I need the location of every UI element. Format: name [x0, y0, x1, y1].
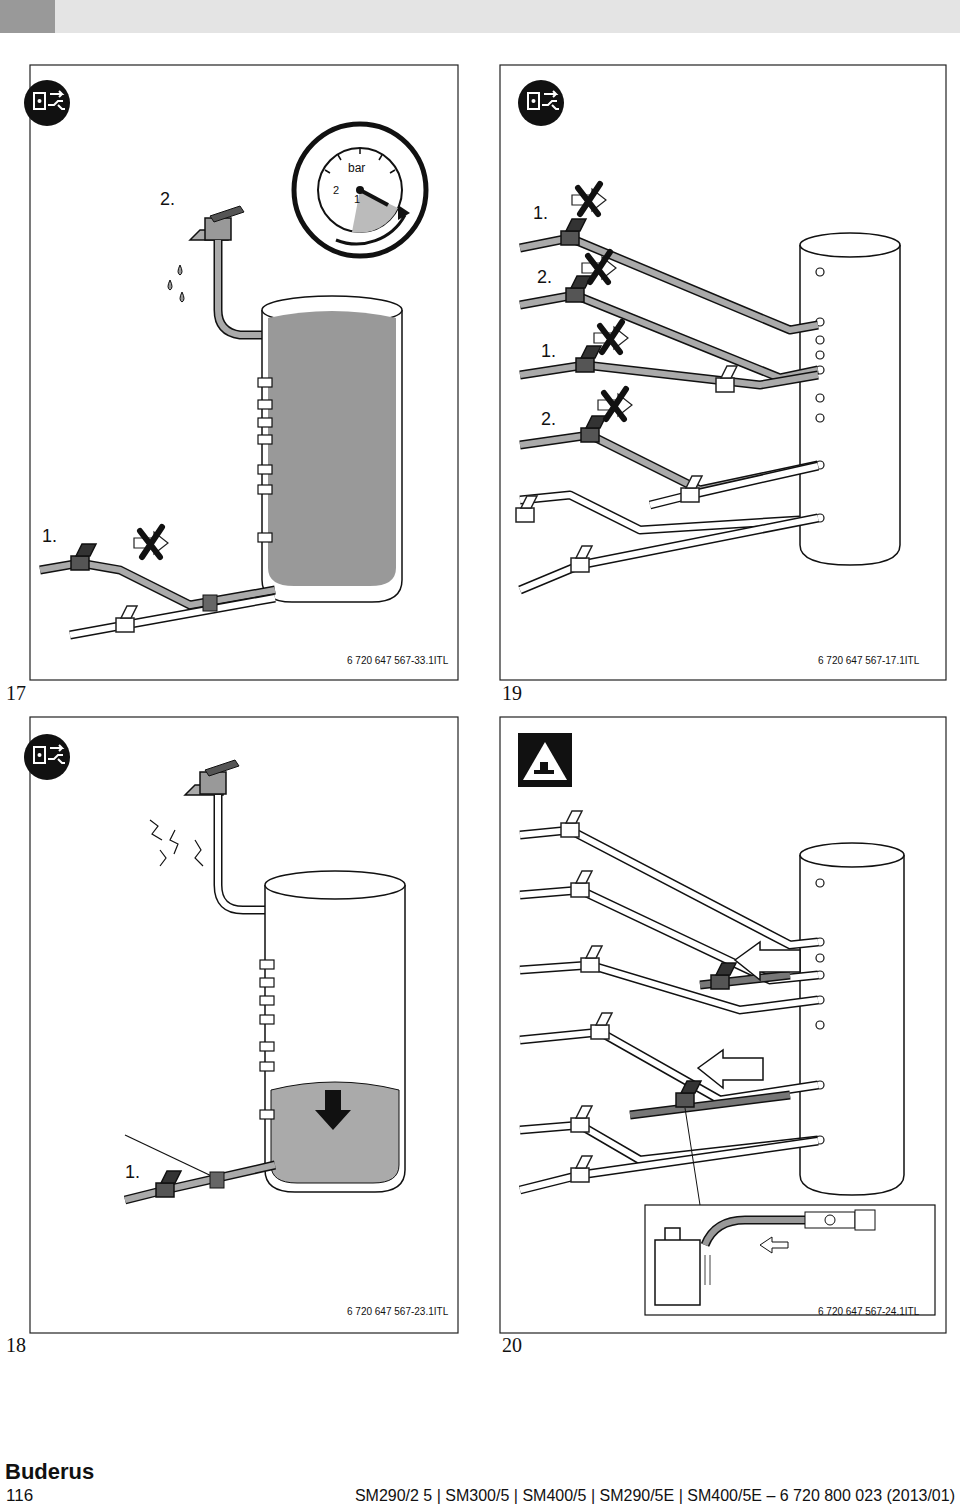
- step-number: 2.: [537, 268, 552, 288]
- figure-number: 17: [6, 682, 26, 704]
- figure-code: 6 720 647 567-23.1ITL: [347, 1306, 448, 1317]
- step-number: 1.: [541, 342, 556, 362]
- step-number: 2.: [541, 410, 556, 430]
- gauge-scale: 2: [333, 184, 339, 196]
- step-number: 1.: [533, 204, 548, 224]
- step-number: 2.: [160, 190, 175, 210]
- gauge-scale: 1: [354, 193, 360, 205]
- gauge-unit: bar: [348, 162, 365, 175]
- figure-number: 19: [502, 682, 522, 704]
- figure-code: 6 720 647 567-33.1ITL: [347, 655, 448, 666]
- step-number: 1.: [42, 527, 57, 547]
- figure-code: 6 720 647 567-17.1ITL: [818, 655, 919, 666]
- document-reference: SM290/2 5 | SM300/5 | SM400/5 | SM290/5E…: [355, 1487, 955, 1505]
- figure-code: 6 720 647 567-24.1ITL: [818, 1306, 919, 1317]
- page-number: 116: [6, 1487, 33, 1505]
- step-number: 1.: [125, 1163, 140, 1183]
- figure-number: 20: [502, 1334, 522, 1356]
- brand-name: Buderus: [5, 1460, 94, 1484]
- figure-number: 18: [6, 1334, 26, 1356]
